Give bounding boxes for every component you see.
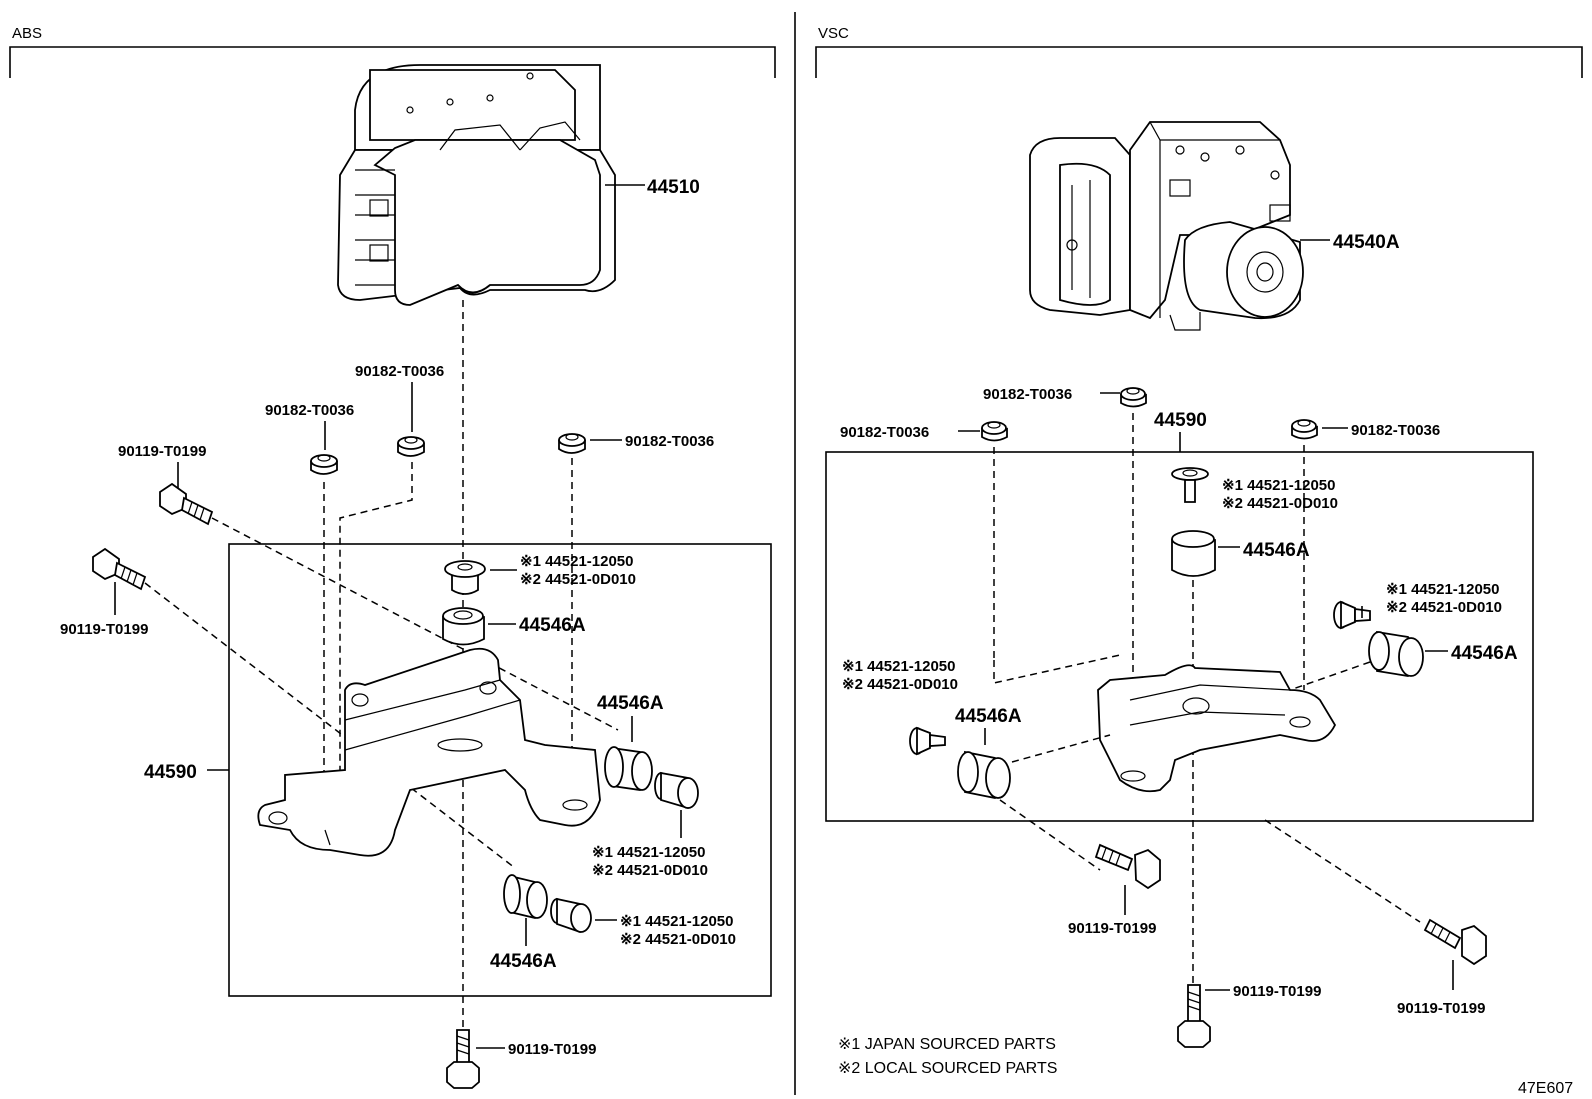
label-collar-jp-3: ※1 44521-12050 (620, 913, 734, 930)
label-nut-1: 90182-T0036 (355, 363, 444, 380)
section-label-vsc: VSC (818, 25, 849, 42)
bolt-icon (446, 1029, 480, 1089)
cushion-icon (503, 874, 548, 920)
bolt-icon (1177, 984, 1211, 1048)
nut-icon (981, 421, 1008, 442)
cushion-icon (604, 746, 653, 791)
nut-icon (1291, 419, 1318, 440)
collar-icon (1333, 600, 1371, 630)
label-bolt-2: 90119-T0199 (60, 621, 148, 638)
label-collar-local-2: ※2 44521-0D010 (592, 862, 708, 879)
collar-icon (654, 771, 699, 810)
vsc-actuator-drawing (1029, 121, 1304, 331)
label-collar-jp-6: ※1 44521-12050 (842, 658, 956, 675)
figure-id: 47E607 (1518, 1080, 1573, 1097)
footnote-japan: ※1 JAPAN SOURCED PARTS (838, 1036, 1056, 1053)
cushion-icon (1368, 630, 1424, 677)
label-nut-5: 90182-T0036 (840, 424, 929, 441)
label-collar-local-4: ※2 44521-0D010 (1222, 495, 1338, 512)
section-label-abs: ABS (12, 25, 42, 42)
label-collar-jp-1: ※1 44521-12050 (520, 553, 634, 570)
bracket-group-box-right (825, 451, 1534, 822)
label-44510: 44510 (647, 177, 700, 198)
label-nut-2: 90182-T0036 (265, 402, 354, 419)
label-cushion-5: 44546A (1451, 643, 1518, 664)
label-cushion-3: 44546A (490, 951, 557, 972)
section-bracket-abs (9, 46, 776, 78)
collar-icon (444, 560, 486, 595)
bolt-icon (92, 547, 147, 591)
bracket-drawing (257, 647, 601, 857)
footnote-local: ※2 LOCAL SOURCED PARTS (838, 1060, 1057, 1077)
label-bolt-1: 90119-T0199 (118, 443, 206, 460)
label-collar-jp-5: ※1 44521-12050 (1386, 581, 1500, 598)
bolt-icon (159, 482, 214, 526)
label-cushion-6: 44546A (955, 706, 1022, 727)
label-collar-jp-2: ※1 44521-12050 (592, 844, 706, 861)
label-nut-4: 90182-T0036 (983, 386, 1072, 403)
bracket-drawing-right (1097, 664, 1337, 793)
cushion-icon (442, 607, 485, 646)
label-collar-local-1: ※2 44521-0D010 (520, 571, 636, 588)
collar-icon (550, 897, 592, 934)
label-cushion-2: 44546A (597, 693, 664, 714)
bolt-icon (1094, 843, 1161, 890)
bolt-icon (1423, 918, 1487, 966)
label-bolt-4: 90119-T0199 (1068, 920, 1156, 937)
nut-icon (1120, 387, 1147, 408)
nut-icon (310, 454, 338, 475)
cushion-icon (1171, 530, 1216, 577)
label-collar-local-3: ※2 44521-0D010 (620, 931, 736, 948)
nut-icon (397, 436, 425, 457)
label-collar-jp-4: ※1 44521-12050 (1222, 477, 1336, 494)
label-44590-left: 44590 (144, 762, 197, 783)
cushion-icon (957, 750, 1011, 799)
label-cushion-1: 44546A (519, 615, 586, 636)
label-44590-right: 44590 (1154, 410, 1207, 431)
nut-icon (558, 433, 586, 454)
label-bolt-5: 90119-T0199 (1233, 983, 1321, 1000)
label-collar-local-5: ※2 44521-0D010 (1386, 599, 1502, 616)
section-bracket-vsc (815, 46, 1583, 78)
label-cushion-4: 44546A (1243, 540, 1310, 561)
label-bolt-3: 90119-T0199 (508, 1041, 596, 1058)
label-collar-local-6: ※2 44521-0D010 (842, 676, 958, 693)
label-44540a: 44540A (1333, 232, 1400, 253)
label-bolt-6: 90119-T0199 (1397, 1000, 1485, 1017)
label-nut-6: 90182-T0036 (1351, 422, 1440, 439)
abs-actuator-drawing (337, 64, 616, 306)
collar-icon (909, 726, 946, 756)
collar-icon (1171, 467, 1209, 503)
label-nut-3: 90182-T0036 (625, 433, 714, 450)
